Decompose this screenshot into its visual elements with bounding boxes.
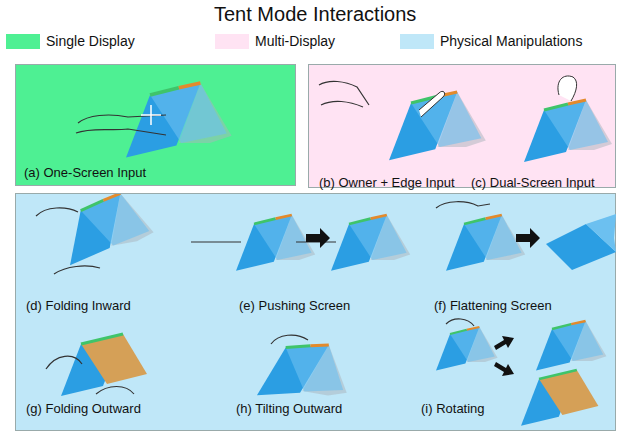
tent-illustration	[16, 194, 617, 432]
panel-caption: (f) Flattening Screen	[434, 298, 552, 313]
legend-text: Single Display	[46, 33, 135, 49]
panel-caption: (c) Dual-Screen Input	[471, 175, 595, 190]
panel-caption: (a) One-Screen Input	[24, 165, 146, 180]
tent-illustration	[309, 65, 617, 189]
legend-swatch	[400, 34, 434, 49]
panel-caption: (b) Owner + Edge Input	[319, 175, 455, 190]
interaction-panel: (b) Owner + Edge Input (c) Dual-Screen In…	[308, 64, 616, 188]
diagram-title: Tent Mode Interactions	[214, 3, 416, 26]
legend-text: Multi-Display	[255, 33, 335, 49]
interaction-panel: (a) One-Screen Input	[15, 64, 296, 186]
panel-caption: (d) Folding Inward	[26, 298, 131, 313]
interaction-panel: (d) Folding Inward (e) Pushing Screen (f) …	[15, 193, 616, 431]
panel-caption: (g) Folding Outward	[26, 401, 141, 416]
legend-swatch	[215, 34, 249, 49]
panel-caption: (h) Tilting Outward	[236, 401, 342, 416]
panel-caption: (i) Rotating	[421, 401, 485, 416]
panel-caption: (e) Pushing Screen	[239, 298, 350, 313]
legend-text: Physical Manipulations	[440, 33, 582, 49]
legend-swatch	[6, 34, 40, 49]
